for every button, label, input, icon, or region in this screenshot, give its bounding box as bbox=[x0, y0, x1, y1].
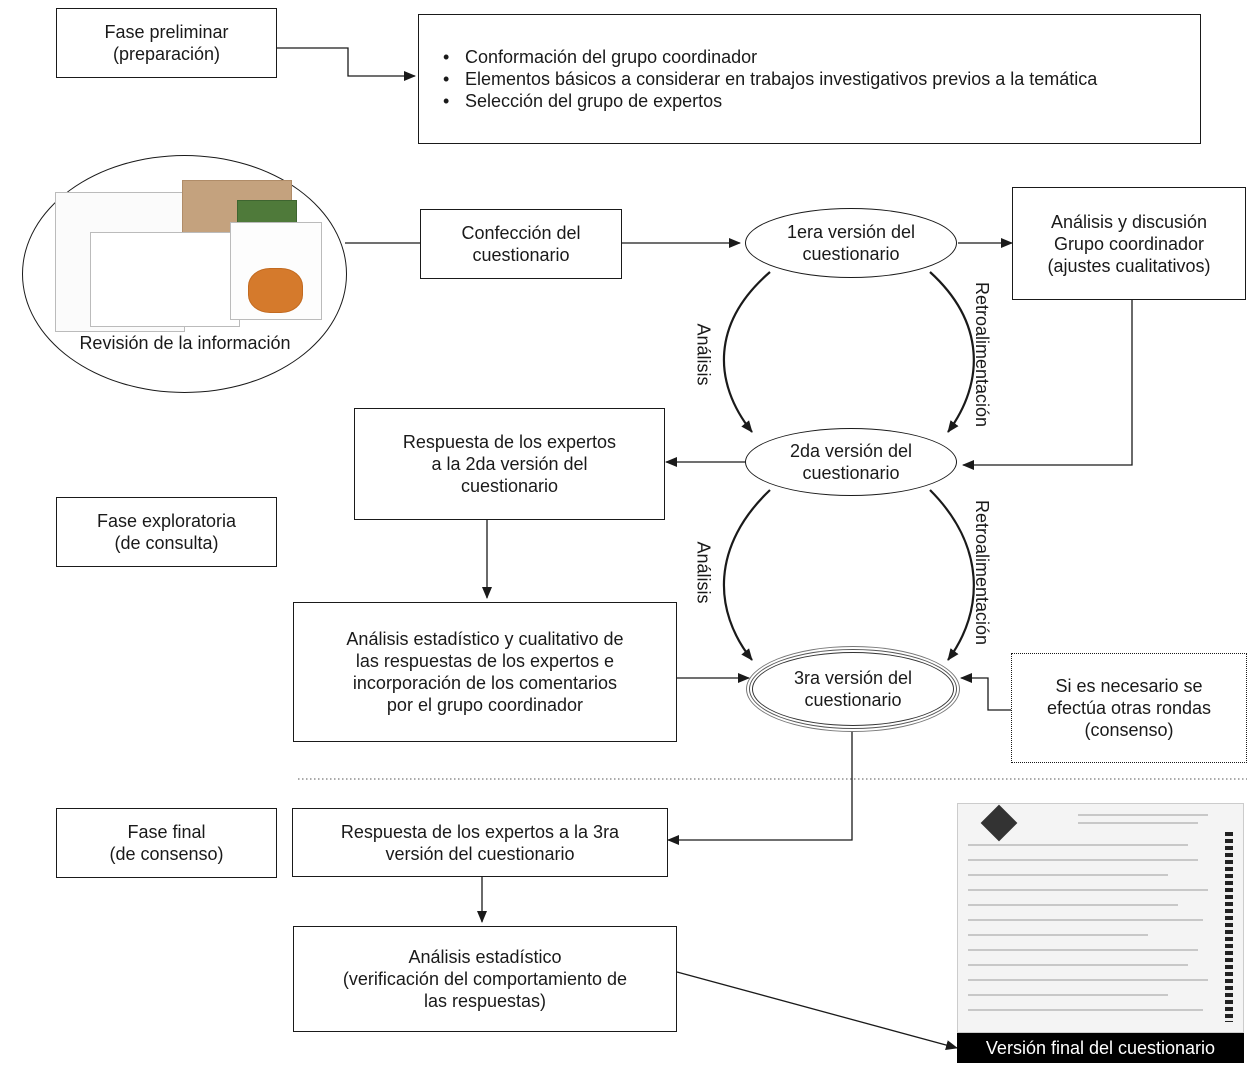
retro-label: Retroalimentación bbox=[972, 499, 993, 646]
curve-analisis-1 bbox=[722, 271, 771, 433]
fruit-image-icon bbox=[248, 268, 303, 313]
doc-line bbox=[968, 904, 1178, 906]
preliminar-item: Conformación del grupo coordinador bbox=[443, 46, 1163, 68]
version2-ellipse: 2da versión del cuestionario bbox=[745, 428, 957, 496]
doc-line bbox=[968, 934, 1148, 936]
doc-line bbox=[968, 844, 1188, 846]
preliminar-item: Elementos básicos a considerar en trabaj… bbox=[443, 68, 1163, 90]
doc-line bbox=[968, 859, 1198, 861]
curve-retro-2 bbox=[929, 489, 975, 661]
arrow-v3-to-respuesta3 bbox=[667, 730, 853, 845]
arrow-analisis-final-to-version-final bbox=[676, 971, 958, 1050]
analisis-label: Análisis bbox=[693, 323, 714, 386]
doc-line bbox=[968, 949, 1198, 951]
phase-exploratoria-box: Fase exploratoria (de consulta) bbox=[56, 497, 277, 567]
doc-line bbox=[1078, 814, 1208, 816]
curve-analisis-2 bbox=[722, 489, 771, 661]
final-questionnaire-thumbnail bbox=[957, 803, 1244, 1033]
phase-preliminar-box: Fase preliminar (preparación) bbox=[56, 8, 277, 78]
respuesta3-box: Respuesta de los expertos a la 3ra versi… bbox=[292, 808, 668, 877]
doc-line bbox=[968, 994, 1168, 996]
preliminar-items-box: Conformación del grupo coordinador Eleme… bbox=[418, 14, 1201, 144]
info-review-caption: Revisión de la información bbox=[79, 333, 291, 353]
analisis-final-box: Análisis estadístico (verificación del c… bbox=[293, 926, 677, 1032]
retro-label: Retroalimentación bbox=[972, 281, 993, 428]
analisis-cualitativo-box: Análisis estadístico y cualitativo de la… bbox=[293, 602, 677, 742]
doc-line bbox=[1078, 822, 1198, 824]
version3-ellipse: 3ra versión del cuestionario bbox=[752, 652, 954, 726]
otras-rondas-box: Si es necesario se efectúa otras rondas … bbox=[1011, 653, 1247, 763]
logo-icon bbox=[980, 804, 1018, 842]
scale-bar-icon bbox=[1225, 832, 1233, 1022]
doc-line bbox=[968, 1009, 1203, 1011]
curve-retro-1 bbox=[929, 271, 975, 433]
analisis-grupo-box: Análisis y discusión Grupo coordinador (… bbox=[1012, 187, 1246, 300]
preliminar-item: Selección del grupo de expertos bbox=[443, 90, 1163, 112]
version-final-label: Versión final del cuestionario bbox=[957, 1033, 1244, 1063]
version1-ellipse: 1era versión del cuestionario bbox=[745, 208, 957, 278]
doc-line bbox=[968, 979, 1208, 981]
respuesta2-box: Respuesta de los expertos a la 2da versi… bbox=[354, 408, 665, 520]
doc-line bbox=[968, 889, 1208, 891]
doc-line bbox=[968, 874, 1168, 876]
preliminar-items-list: Conformación del grupo coordinador Eleme… bbox=[419, 46, 1163, 112]
document-thumbnail-icon bbox=[90, 232, 240, 327]
arrow-otras-rondas-to-v3 bbox=[960, 673, 1011, 711]
phase-final-box: Fase final (de consenso) bbox=[56, 808, 277, 878]
analisis-label: Análisis bbox=[693, 541, 714, 604]
doc-line bbox=[968, 964, 1188, 966]
doc-line bbox=[968, 919, 1203, 921]
arrow-analisis-grupo-to-v2 bbox=[962, 300, 1133, 470]
arrow-preliminar-to-items bbox=[277, 47, 416, 81]
confeccion-box: Confección del cuestionario bbox=[420, 209, 622, 279]
